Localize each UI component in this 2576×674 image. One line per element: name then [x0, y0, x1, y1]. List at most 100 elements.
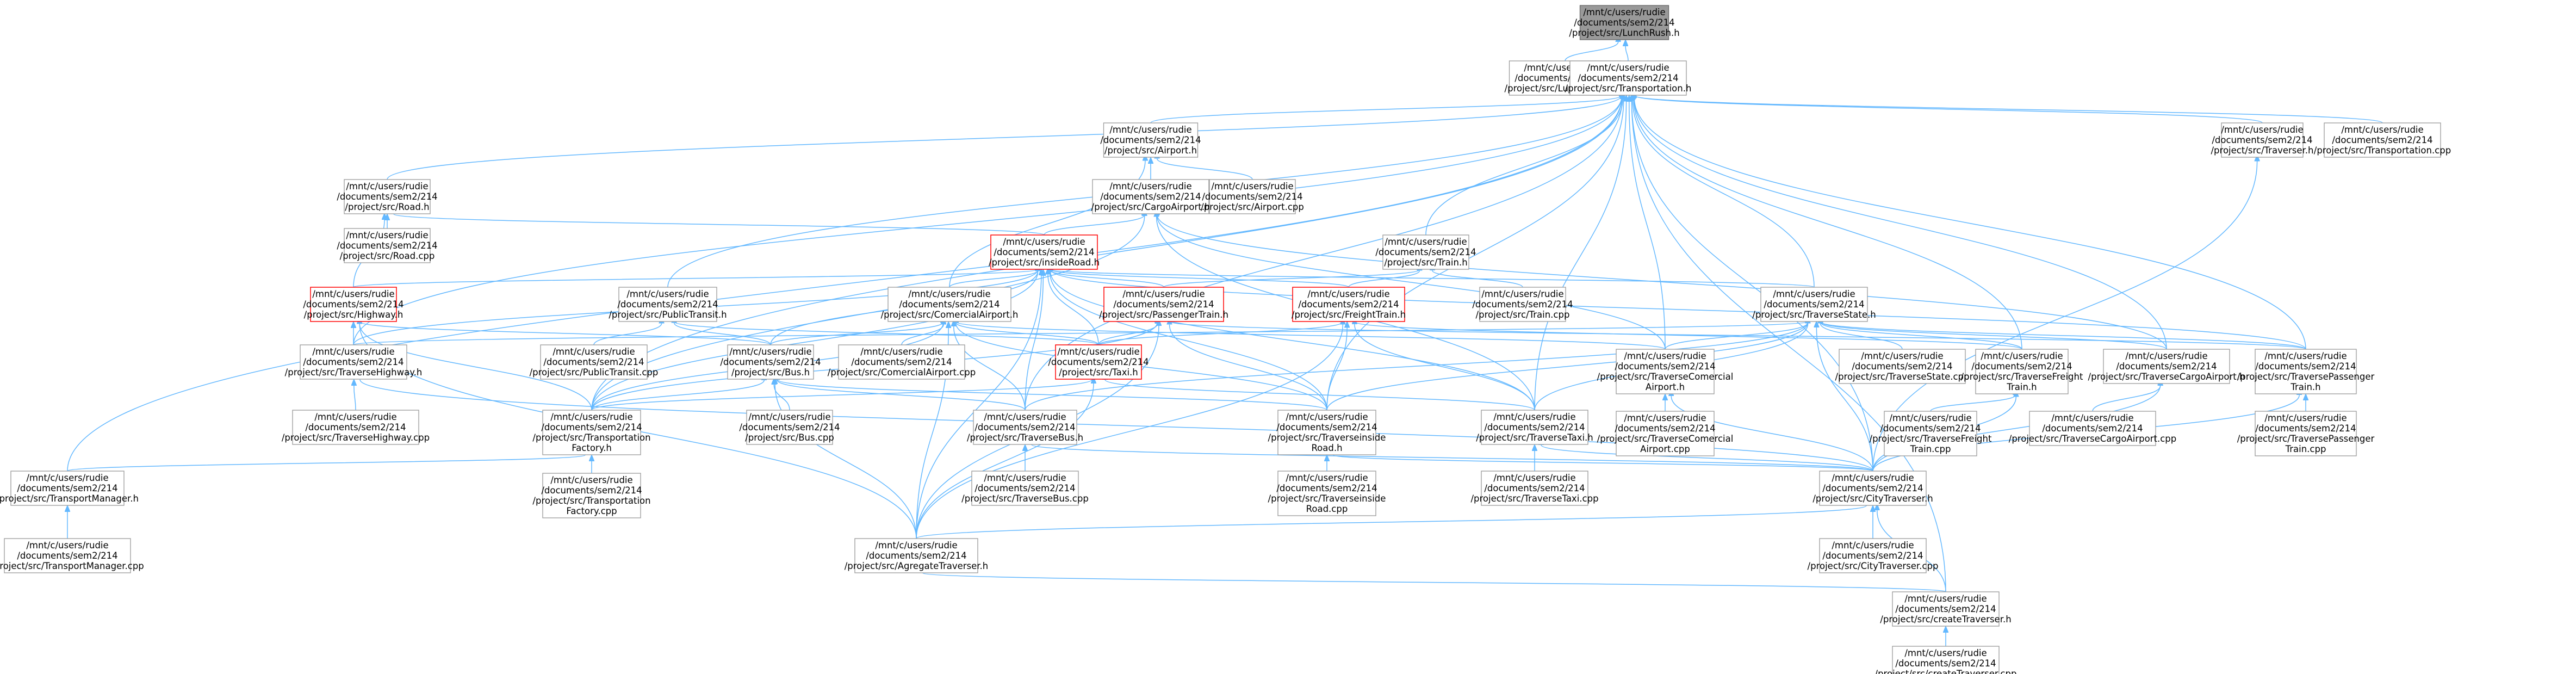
node-box	[540, 344, 648, 380]
node-transport-h[interactable]: /mnt/c/users/rudie/documents/sem2/214/pr…	[1565, 60, 1692, 96]
node-label-line: /documents/sem2/214	[974, 483, 1075, 493]
node-travcom-cpp[interactable]: /mnt/c/users/rudie/documents/sem2/214/pr…	[1597, 411, 1734, 456]
edge-freight-h-to-travtaxi-h	[1355, 324, 1535, 411]
node-cargo-h[interactable]: /mnt/c/users/rudie/documents/sem2/214/pr…	[1091, 179, 1211, 214]
node-train-h[interactable]: /mnt/c/users/rudie/documents/sem2/214/pr…	[1375, 234, 1476, 270]
node-road-h[interactable]: /mnt/c/users/rudie/documents/sem2/214/pr…	[337, 179, 438, 214]
node-road-cpp[interactable]: /mnt/c/users/rudie/documents/sem2/214/pr…	[337, 228, 438, 263]
node-label-line: /documents/sem2/214	[1276, 422, 1377, 432]
node-box	[310, 287, 397, 322]
node-travstate-h[interactable]: /mnt/c/users/rudie/documents/sem2/214/pr…	[1752, 287, 1876, 322]
edge-transport-h-to-travpass-h	[1634, 97, 2306, 350]
node-label-line: /mnt/c/users/rudie	[1109, 181, 1191, 191]
node-label-line: /mnt/c/users/rudie	[1904, 648, 1987, 658]
edge-travtaxi-h-to-city-h	[1541, 445, 1873, 472]
node-label-line: Road.cpp	[1306, 504, 1348, 514]
node-box	[1277, 410, 1376, 455]
node-travpass-cpp[interactable]: /mnt/c/users/rudie/documents/sem2/214/pr…	[2237, 411, 2375, 456]
node-travinside-h[interactable]: /mnt/c/users/rudie/documents/sem2/214/pr…	[1268, 410, 1386, 455]
node-travtaxi-cpp[interactable]: /mnt/c/users/rudie/documents/sem2/214/pr…	[1470, 471, 1599, 506]
node-box	[1760, 287, 1868, 322]
node-travinside-cpp[interactable]: /mnt/c/users/rudie/documents/sem2/214/pr…	[1268, 471, 1386, 516]
edge-cargo-h-to-travcargo-h	[1157, 215, 2167, 350]
node-comair-cpp[interactable]: /mnt/c/users/rudie/documents/sem2/214/pr…	[828, 344, 976, 380]
node-label-line: /project/src/createTraverser.cpp	[1875, 669, 2017, 674]
node-label-line: /documents/sem2/214	[1615, 361, 1715, 372]
node-travbus-cpp[interactable]: /mnt/c/users/rudie/documents/sem2/214/pr…	[961, 471, 1089, 506]
node-highway-h[interactable]: /mnt/c/users/rudie/documents/sem2/214/pr…	[303, 287, 404, 322]
node-public-cpp[interactable]: /mnt/c/users/rudie/documents/sem2/214/pr…	[530, 344, 659, 380]
node-lunch-h[interactable]: /mnt/c/users/rudie/documents/sem2/214/pr…	[1569, 5, 1680, 40]
node-label-line: /mnt/c/users/rudie	[1861, 351, 1943, 361]
node-label-line: /documents/sem2/214	[1895, 604, 1996, 614]
node-travfreight-h[interactable]: /mnt/c/users/rudie/documents/sem2/214/pr…	[1961, 349, 2083, 394]
node-travtaxi-h[interactable]: /mnt/c/users/rudie/documents/sem2/214/pr…	[1476, 410, 1593, 445]
edge-travbus-h-to-city-h	[1032, 444, 1873, 472]
node-travfreight-cpp[interactable]: /mnt/c/users/rudie/documents/sem2/214/pr…	[1870, 411, 1992, 456]
edge-taxi-h-to-travtaxi-h	[1105, 380, 1535, 411]
node-label-line: /mnt/c/users/rudie	[2125, 351, 2207, 361]
node-travcargo-h[interactable]: /mnt/c/users/rudie/documents/sem2/214/pr…	[2088, 349, 2245, 384]
node-transport-cpp[interactable]: /mnt/c/users/rudie/documents/sem2/214/pr…	[2314, 122, 2451, 158]
node-factory-h[interactable]: /mnt/c/users/rudie/documents/sem2/214/pr…	[532, 410, 651, 455]
edge-passtrain-h-to-travinside-h	[1170, 325, 1327, 411]
node-tmgr-cpp[interactable]: /mnt/c/users/rudie/documents/sem2/214/pr…	[0, 538, 144, 573]
node-box	[1616, 349, 1715, 394]
node-label-line: /mnt/c/users/rudie	[1211, 181, 1293, 191]
node-label-line: /mnt/c/users/rudie	[2221, 125, 2303, 135]
node-box	[973, 410, 1077, 445]
node-city-cpp[interactable]: /mnt/c/users/rudie/documents/sem2/214/pr…	[1808, 538, 1939, 573]
node-create-cpp[interactable]: /mnt/c/users/rudie/documents/sem2/214/pr…	[1875, 646, 2017, 674]
node-create-h[interactable]: /mnt/c/users/rudie/documents/sem2/214/pr…	[1880, 591, 2012, 627]
node-label-line: /mnt/c/users/rudie	[346, 181, 428, 191]
node-box	[727, 344, 814, 380]
node-box	[1055, 344, 1142, 380]
node-train-cpp[interactable]: /mnt/c/users/rudie/documents/sem2/214/pr…	[1472, 287, 1573, 322]
node-box	[1277, 471, 1376, 516]
edge-freight-h-to-travfreight-h	[1355, 321, 2022, 350]
node-box	[746, 410, 833, 445]
node-passtrain-h[interactable]: /mnt/c/users/rudie/documents/sem2/214/pr…	[1099, 287, 1228, 322]
node-tmgr-h[interactable]: /mnt/c/users/rudie/documents/sem2/214/pr…	[0, 471, 139, 506]
node-label-line: /project/src/PublicTransit.cpp	[530, 367, 659, 378]
edge-taxi-h-to-factory-h	[591, 380, 1092, 411]
node-freight-h[interactable]: /mnt/c/users/rudie/documents/sem2/214/pr…	[1292, 287, 1406, 322]
node-comair-h[interactable]: /mnt/c/users/rudie/documents/sem2/214/pr…	[881, 287, 1019, 322]
node-label-line: /mnt/c/users/rudie	[346, 230, 428, 240]
node-label-line: /project/src/TransportManager.h	[0, 493, 139, 504]
node-label-line: /documents/sem2/214	[17, 483, 117, 493]
node-public-h[interactable]: /mnt/c/users/rudie/documents/sem2/214/pr…	[609, 287, 727, 322]
node-label-line: Train.h	[2006, 382, 2037, 392]
node-travstate-cpp[interactable]: /mnt/c/users/rudie/documents/sem2/214/pr…	[1835, 349, 1970, 384]
node-bus-h[interactable]: /mnt/c/users/rudie/documents/sem2/214/pr…	[720, 344, 821, 380]
node-taxi-h[interactable]: /mnt/c/users/rudie/documents/sem2/214/pr…	[1048, 344, 1149, 380]
node-label-line: /project/src/TraversePassenger	[2237, 434, 2375, 444]
node-label-line: /documents/sem2/214	[1615, 423, 1715, 434]
node-airport-cpp[interactable]: /mnt/c/users/rudie/documents/sem2/214/pr…	[1201, 179, 1304, 214]
node-hwy-cpp[interactable]: /mnt/c/users/rudie/documents/sem2/214/pr…	[282, 410, 430, 445]
node-travhwy-h[interactable]: /mnt/c/users/rudie/documents/sem2/214/pr…	[285, 344, 423, 380]
node-label-line: /project/src/PassengerTrain.h	[1099, 310, 1228, 320]
node-label-line: /mnt/c/users/rudie	[1003, 237, 1085, 247]
node-travcargo-cpp[interactable]: /mnt/c/users/rudie/documents/sem2/214/pr…	[2009, 411, 2176, 446]
edge-inside-h-to-travtaxi-h	[1051, 271, 1535, 411]
node-box	[1481, 410, 1588, 445]
node-travbus-h[interactable]: /mnt/c/users/rudie/documents/sem2/214/pr…	[967, 410, 1083, 445]
node-airport-h[interactable]: /mnt/c/users/rudie/documents/sem2/214/pr…	[1100, 122, 1201, 158]
node-factory-cpp[interactable]: /mnt/c/users/rudie/documents/sem2/214/pr…	[532, 473, 651, 518]
node-city-h[interactable]: /mnt/c/users/rudie/documents/sem2/214/pr…	[1812, 471, 1933, 506]
node-label-line: /mnt/c/users/rudie	[984, 412, 1066, 422]
node-inside-h[interactable]: /mnt/c/users/rudie/documents/sem2/214/pr…	[989, 234, 1100, 270]
node-label-line: /documents/sem2/214	[1202, 191, 1302, 202]
node-travcom-h[interactable]: /mnt/c/users/rudie/documents/sem2/214/pr…	[1597, 349, 1734, 394]
node-label-line: Train.h	[2290, 382, 2320, 392]
edge-inside-h-to-travinside-h	[1050, 272, 1327, 411]
node-travpass-h[interactable]: /mnt/c/users/rudie/documents/sem2/214/pr…	[2237, 349, 2375, 394]
node-bus-cpp[interactable]: /mnt/c/users/rudie/documents/sem2/214/pr…	[739, 410, 840, 445]
edge-public-h-to-public-cpp	[593, 324, 662, 345]
node-box	[971, 471, 1079, 506]
node-traverser-h[interactable]: /mnt/c/users/rudie/documents/sem2/214/pr…	[2211, 122, 2314, 158]
edge-train-h-to-passtrain-h	[1163, 270, 1419, 288]
node-agg-h[interactable]: /mnt/c/users/rudie/documents/sem2/214/pr…	[845, 538, 989, 573]
node-label-line: /mnt/c/users/rudie	[1583, 7, 1665, 17]
